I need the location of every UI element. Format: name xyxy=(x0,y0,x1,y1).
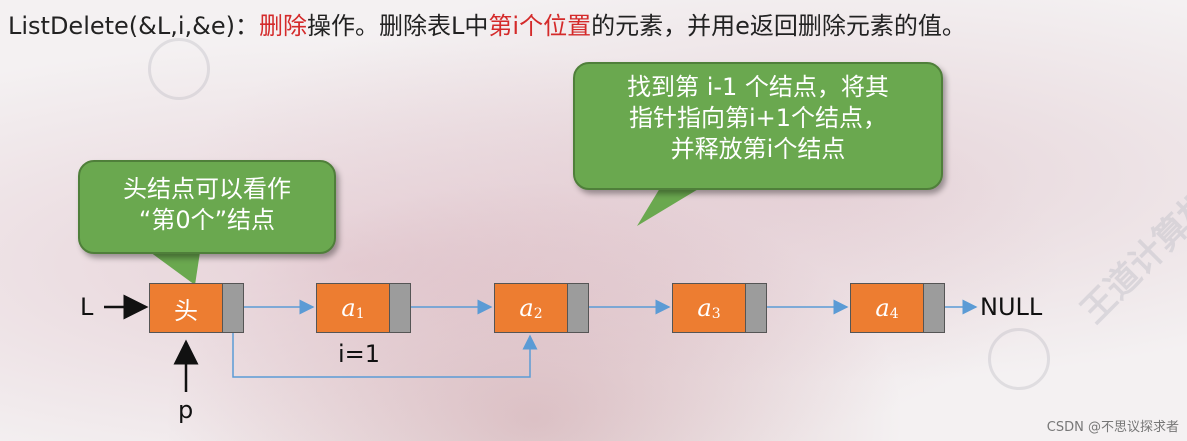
logo-stamp xyxy=(148,38,210,100)
node-subscript: 2 xyxy=(533,306,543,322)
node-label: a xyxy=(875,294,890,322)
title-highlight-position: 第i个位置 xyxy=(488,12,592,40)
callout-relink-note: 找到第 i-1 个结点，将其 指针指向第i+1个结点， 并释放第i个结点 xyxy=(573,62,943,190)
node-label: a xyxy=(697,294,712,322)
title-prefix: ListDelete(&L,i,&e)： xyxy=(8,12,260,40)
pointer-label: p xyxy=(178,396,194,424)
node-label: a xyxy=(519,294,534,322)
title-suffix: 的元素，并用e返回删除元素的值。 xyxy=(591,12,966,40)
index-label: i=1 xyxy=(338,340,381,368)
callout-head-node-note: 头结点可以看作 “第0个”结点 xyxy=(78,160,336,254)
bypass-link-arrow xyxy=(232,333,538,378)
list-head-label: L xyxy=(80,293,94,321)
node-pointer xyxy=(567,283,589,333)
node-subscript: 4 xyxy=(889,306,899,322)
node-subscript: 3 xyxy=(711,306,721,322)
node-pointer xyxy=(923,283,945,333)
page-title: ListDelete(&L,i,&e)：删除操作。删除表L中第i个位置的元素，并… xyxy=(8,6,966,41)
csdn-watermark: CSDN @不思议探求者 xyxy=(1046,420,1179,435)
null-label: NULL xyxy=(980,293,1043,321)
node-subscript: 1 xyxy=(355,306,365,322)
callout-right-tail xyxy=(637,188,700,226)
callout-line: 并释放第i个结点 xyxy=(670,135,846,163)
node-data: 头 xyxy=(149,283,223,333)
logo-stamp xyxy=(988,328,1050,390)
title-highlight-delete: 删除 xyxy=(259,12,308,40)
node-label: a xyxy=(341,294,356,322)
callout-left-tail xyxy=(150,252,200,285)
callout-line: 找到第 i-1 个结点，将其 xyxy=(627,73,889,101)
callout-line: 头结点可以看作 xyxy=(123,175,291,203)
node-pointer xyxy=(389,283,411,333)
callout-line: 指针指向第i+1个结点， xyxy=(628,104,888,132)
callout-line: “第0个”结点 xyxy=(138,206,276,234)
node-label: 头 xyxy=(174,296,198,325)
node-pointer xyxy=(222,283,244,333)
title-middle: 操作。删除表L中 xyxy=(307,12,489,40)
node-pointer xyxy=(745,283,767,333)
